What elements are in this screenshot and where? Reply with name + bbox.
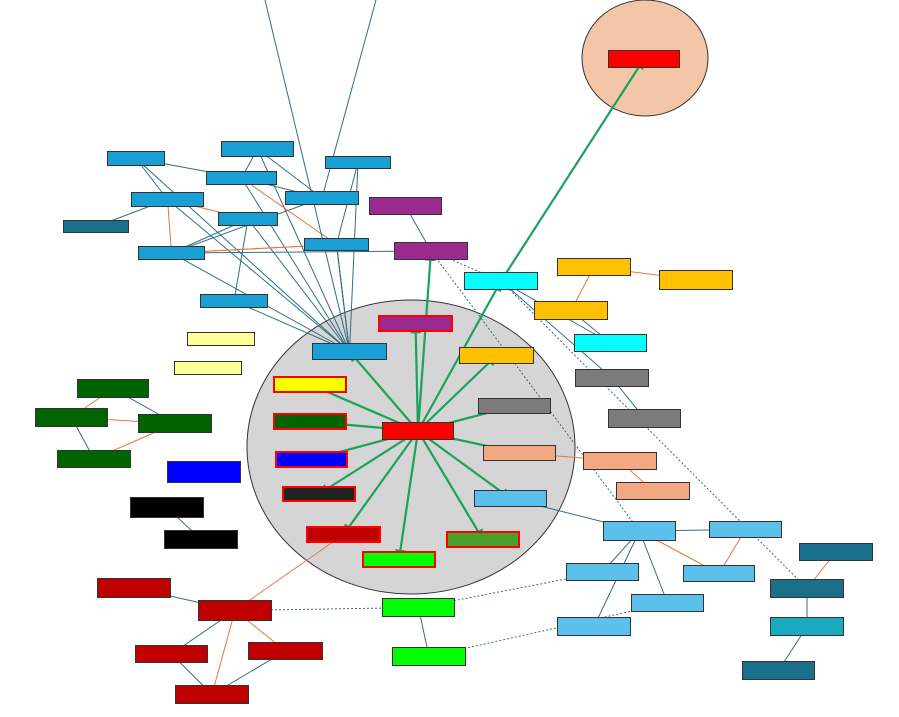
edge-b12-b13: [336, 244, 350, 352]
node-k2: [164, 530, 238, 549]
node-t3: [770, 617, 844, 636]
node-lb4: [566, 563, 639, 581]
node-c-salmon: [483, 445, 556, 461]
node-p2: [394, 242, 468, 260]
node-c-darkred: [306, 526, 381, 543]
edge-center-c-purple: [410, 322, 422, 432]
node-c-lightblue: [474, 490, 547, 507]
node-dg4: [57, 450, 131, 468]
edge-lg2-lb5: [428, 602, 668, 657]
center-circle: [246, 299, 576, 595]
edge-c-blue-top-b3: [241, 177, 350, 352]
node-c-black: [282, 486, 356, 502]
node-b10: [200, 294, 268, 308]
edge-center-c-darkred: [342, 430, 419, 536]
edge-c-blue-top-b1: [135, 158, 350, 352]
node-b11: [63, 220, 129, 233]
edge-cy1-top-red: [500, 58, 645, 282]
node-lb3: [683, 565, 755, 582]
node-bl1: [167, 461, 241, 483]
node-lb5: [631, 594, 704, 612]
node-cy2: [574, 334, 647, 352]
edge-c-blue-top-b5: [167, 199, 350, 352]
node-y3: [534, 301, 608, 320]
node-b2: [221, 141, 294, 157]
node-lg1: [382, 598, 455, 617]
node-c-blue: [275, 451, 348, 468]
node-c-lime: [362, 551, 436, 568]
edge-b10-b6: [233, 218, 249, 302]
node-ly1: [187, 332, 255, 346]
node-ly2: [174, 361, 242, 375]
node-t1: [799, 543, 873, 561]
node-s1: [583, 452, 657, 470]
node-k1: [130, 497, 204, 518]
node-c-purple: [378, 315, 453, 332]
edge-center-c-lime: [395, 430, 420, 561]
node-c-gray: [478, 398, 551, 414]
node-b9: [138, 246, 205, 260]
node-lb1: [603, 521, 676, 541]
edge-b5-b9: [167, 199, 172, 254]
edge-center-c-green-right: [417, 430, 484, 541]
node-y1: [557, 258, 631, 276]
node-c-green-right: [446, 531, 520, 548]
edge-center-c-lightblue: [417, 430, 512, 500]
node-top-red: [608, 50, 680, 68]
edge-cy1-g1: [500, 280, 613, 379]
edge-b9-p2: [171, 250, 432, 254]
node-cy1: [464, 272, 538, 290]
edge-center-c-yellow: [417, 354, 498, 432]
node-b5: [131, 192, 204, 207]
edge-r2-r5: [211, 610, 236, 695]
node-c-yellow2: [273, 376, 347, 393]
node-center: [382, 422, 454, 440]
node-b8: [304, 238, 369, 251]
node-dg2: [35, 408, 108, 427]
node-g2: [608, 409, 681, 428]
node-b6: [218, 212, 278, 226]
node-t4: [742, 661, 815, 680]
node-s2: [616, 482, 690, 500]
node-c-blue-top: [312, 343, 387, 360]
edge-c-blue-top-b6: [247, 218, 350, 352]
node-p1: [369, 197, 442, 215]
node-c-yellow: [459, 347, 534, 364]
edge-b2-b7: [257, 148, 323, 199]
node-r5: [175, 685, 249, 704]
node-y2: [659, 270, 733, 290]
edge-center-c-black: [318, 430, 419, 495]
node-c-darkgreen: [273, 413, 347, 430]
node-r1: [97, 578, 171, 598]
edge-lb1-lb5: [639, 530, 668, 604]
edge-top-left-a-c-blue-top: [264, 0, 350, 352]
node-lb6: [557, 617, 631, 636]
node-r2: [198, 600, 272, 621]
node-r4: [248, 642, 323, 660]
node-lb2: [709, 521, 782, 538]
node-r3: [135, 645, 208, 663]
node-b1: [107, 151, 165, 166]
node-b4: [325, 156, 391, 169]
edge-c-darkred-r2: [234, 534, 344, 611]
node-b7: [285, 191, 359, 205]
node-t2: [770, 579, 844, 598]
edge-center-c-blue-top: [348, 350, 419, 432]
node-dg3: [138, 414, 212, 433]
node-g1: [575, 369, 649, 387]
node-b3: [206, 171, 277, 185]
node-lg2: [392, 647, 466, 666]
edge-center-p2: [416, 249, 436, 432]
node-dg1: [77, 379, 149, 398]
